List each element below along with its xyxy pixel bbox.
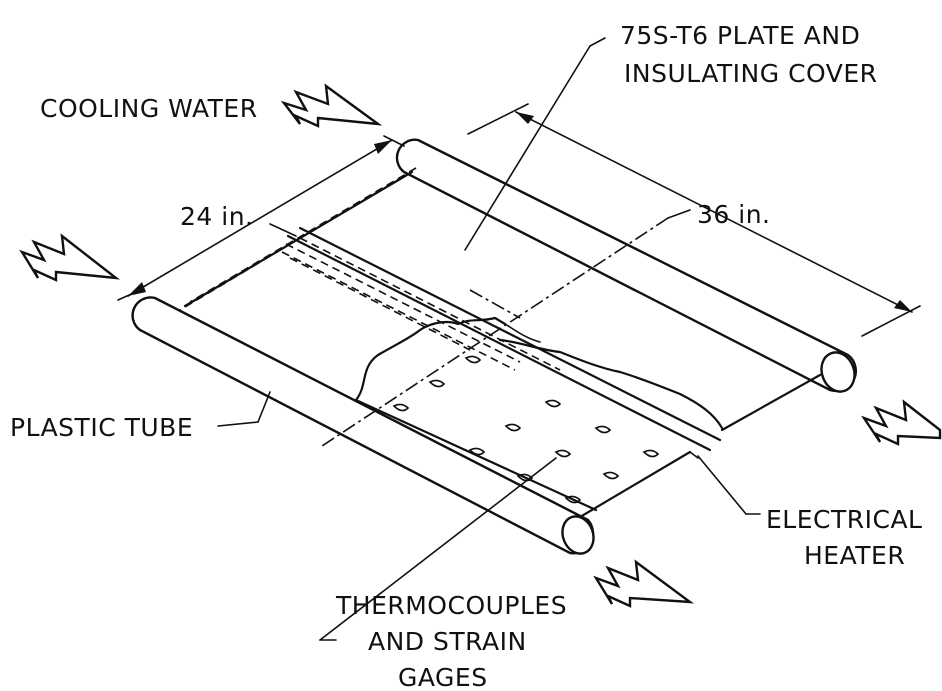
label-electrical-line2: HEATER bbox=[804, 541, 905, 570]
leader-lines bbox=[217, 37, 761, 641]
label-thermocouples-line2: AND STRAIN bbox=[368, 627, 527, 656]
width-dimension bbox=[117, 135, 405, 301]
label-width-dimension: 24 in. bbox=[180, 202, 254, 231]
outflow-arrow-right bbox=[860, 399, 942, 446]
label-thermocouples-line3: GAGES bbox=[398, 663, 488, 691]
outflow-arrow-bottom bbox=[593, 559, 694, 608]
label-plastic-tube: PLASTIC TUBE bbox=[10, 413, 193, 442]
length-dimension bbox=[467, 103, 921, 337]
label-cooling-water: COOLING WATER bbox=[40, 94, 258, 123]
plate bbox=[179, 167, 822, 519]
label-length-dimension: 36 in. bbox=[697, 200, 771, 229]
inflow-arrow-top bbox=[280, 83, 383, 128]
thermocouple-marks bbox=[392, 355, 660, 504]
label-electrical-line1: ELECTRICAL bbox=[766, 505, 922, 534]
inflow-arrow-left bbox=[19, 233, 121, 282]
bottom-plastic-tube bbox=[131, 296, 595, 555]
label-thermocouples-line1: THERMOCOUPLES bbox=[335, 591, 567, 620]
label-plate-line1: 75S-T6 PLATE AND bbox=[620, 21, 860, 50]
label-plate-line2: INSULATING COVER bbox=[624, 59, 878, 88]
